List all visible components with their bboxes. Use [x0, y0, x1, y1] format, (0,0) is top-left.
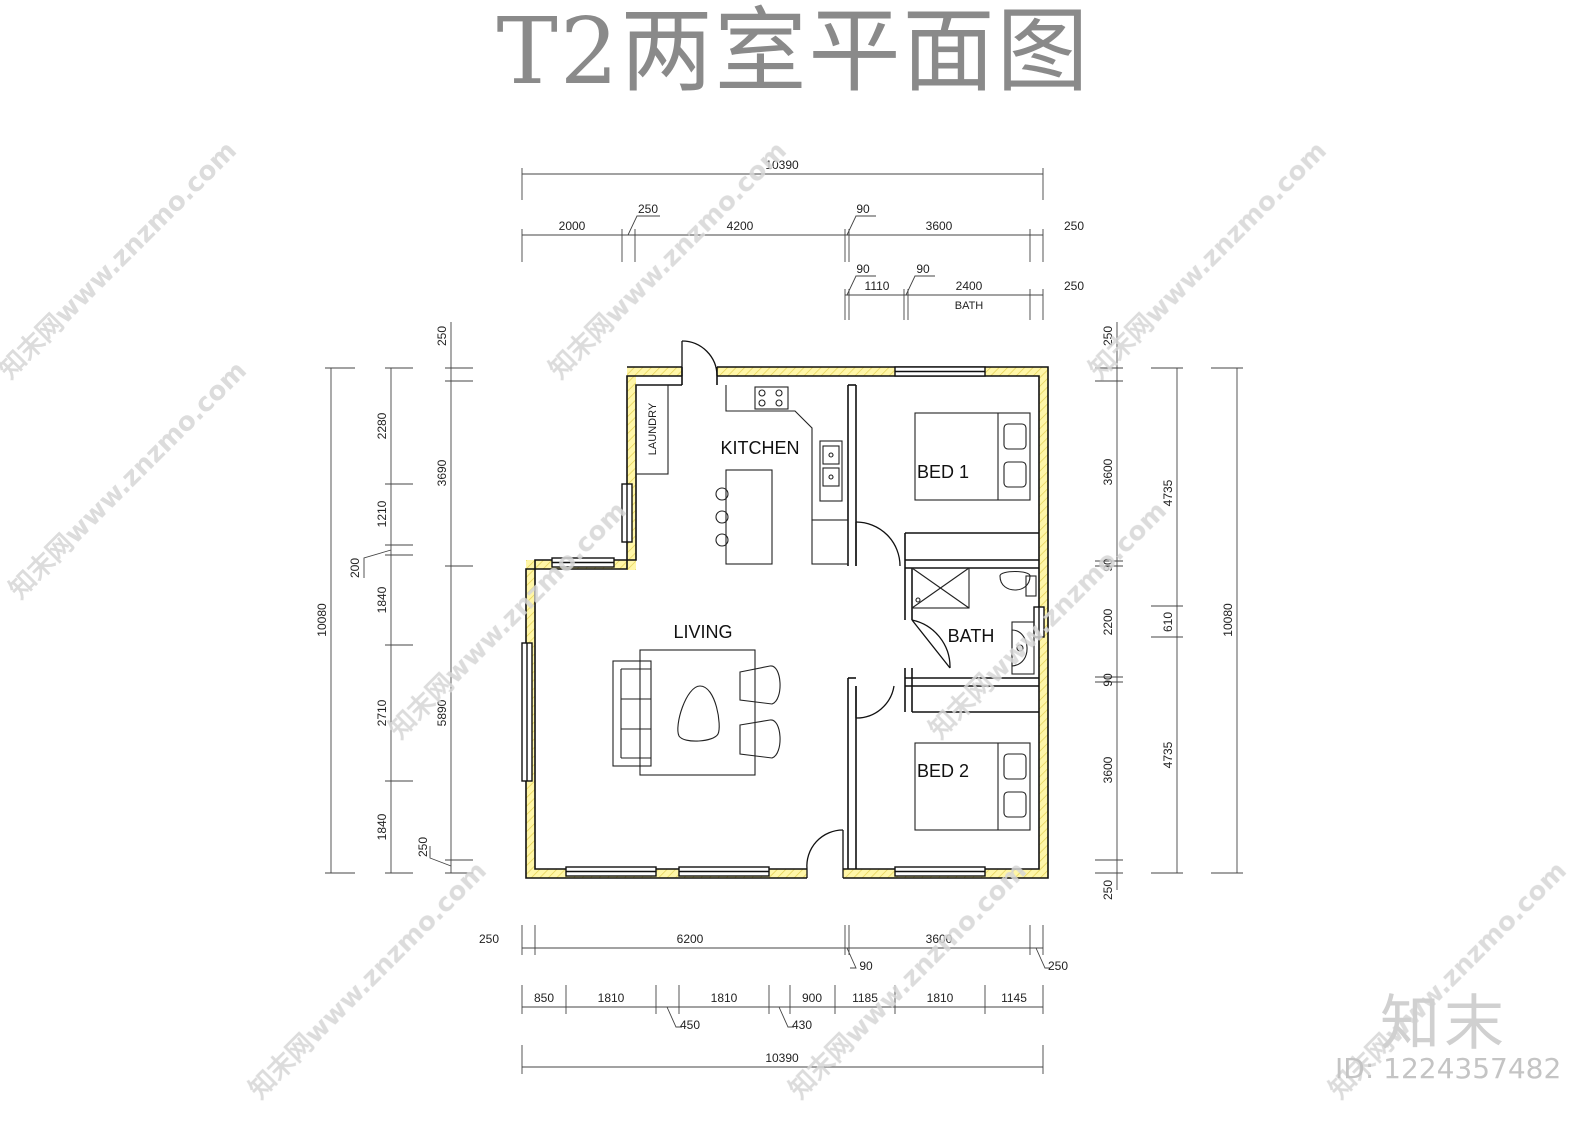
- dim-top-r1-0: 2000: [559, 219, 586, 233]
- dim-bottom-r1-2: 3600: [926, 932, 953, 946]
- image-id: ID: 1224357482: [1335, 1052, 1562, 1085]
- dim-left-r1-5: 2710: [375, 699, 389, 726]
- watermark-text: 知末网www.znzmo.com: [784, 856, 1033, 1105]
- laundry-unit: [635, 384, 669, 475]
- dim-top-r1-4: 3600: [926, 219, 953, 233]
- watermark-text: 知末网www.znzmo.com: [1084, 136, 1333, 385]
- dim-left-r1-0: 250: [435, 326, 449, 346]
- windows: [521, 366, 1045, 877]
- dim-top-r1-1: 250: [638, 202, 658, 216]
- dim-left-r1-3: 200: [348, 558, 362, 578]
- room-label-laundry: LAUNDRY: [647, 402, 659, 455]
- dim-top-r1-3: 90: [856, 202, 870, 216]
- dim-top-r1-5: 250: [1064, 219, 1084, 233]
- dim-bottom-r2-6: 1145: [1001, 991, 1027, 1005]
- armchair-icon: [739, 665, 781, 705]
- bedroom-fixtures: [911, 412, 1037, 831]
- dim-right-r2-2: 4735: [1161, 741, 1175, 768]
- dim-bottom-r1-1: 6200: [677, 932, 704, 946]
- room-label-kitchen: KITCHEN: [720, 438, 799, 458]
- cooktop-icon: [754, 386, 789, 410]
- dim-bottom-r1-3: 90: [859, 959, 873, 973]
- dim-left-r2-1: 5890: [435, 699, 449, 726]
- watermark-layer: 知末网www.znzmo.com 知末网www.znzmo.com 知末网www…: [0, 136, 1573, 1105]
- toilet-icon: [999, 570, 1031, 591]
- dim-top-r1-2: 4200: [727, 219, 754, 233]
- shower-icon: [911, 567, 970, 609]
- dim-left-r1-1: 2280: [375, 412, 389, 439]
- watermark-text: 知末网www.znzmo.com: [244, 856, 493, 1105]
- dim-left-r1-2: 1210: [375, 500, 389, 527]
- room-label-bed2: BED 2: [917, 761, 969, 781]
- kitchen-island: [725, 469, 773, 565]
- dim-bottom-r2-0: 850: [534, 991, 554, 1005]
- dim-bottom-r2-2: 1810: [711, 991, 738, 1005]
- watermark-text: 知末网www.znzmo.com: [544, 136, 793, 385]
- stool-icon: [715, 487, 729, 501]
- dim-bottom-r1-4: 250: [1048, 959, 1068, 973]
- dim-top-r2-4: 250: [1064, 279, 1084, 293]
- room-label-bath: BATH: [948, 626, 995, 646]
- dim-bottom-overall: 10390: [765, 1051, 799, 1065]
- dim-top-r2-3: 2400: [956, 279, 983, 293]
- dim-left-r1-7: 250: [416, 837, 430, 857]
- bed-icon: [914, 412, 1031, 501]
- dim-bottom-r2-3: 900: [802, 991, 822, 1005]
- drawing-title: T2两室平面图: [496, 0, 1091, 105]
- room-label-living: LIVING: [673, 622, 732, 642]
- armchair-icon: [739, 719, 781, 759]
- dim-right-r2-0: 4735: [1161, 479, 1175, 506]
- dim-left-r1-4: 1840: [375, 586, 389, 613]
- living-furniture: [612, 649, 781, 776]
- doors: [681, 340, 951, 878]
- dim-bottom-r2-5: 1810: [927, 991, 954, 1005]
- dim-right-r1-6: 250: [1101, 880, 1115, 900]
- dim-right-r1-1: 3600: [1101, 458, 1115, 485]
- dim-top-bath-label: BATH: [955, 300, 984, 312]
- dim-right-r1-5: 3600: [1101, 756, 1115, 783]
- dim-right-r1-0: 250: [1101, 326, 1115, 346]
- sink-icon: [819, 440, 843, 502]
- coffee-table-icon: [677, 685, 720, 742]
- dim-left-r2-0: 3690: [435, 459, 449, 486]
- dim-right-r1-3: 2200: [1101, 608, 1115, 635]
- dim-bottom-r2-7: 450: [680, 1018, 700, 1032]
- rug: [639, 649, 756, 776]
- brand-watermark: 知末: [1380, 989, 1508, 1059]
- dim-bottom-r2-8: 430: [792, 1018, 812, 1032]
- room-label-bed1: BED 1: [917, 462, 969, 482]
- fridge: [811, 519, 849, 565]
- dim-right-r1-4: 90: [1101, 673, 1115, 687]
- dim-bottom-r2-1: 1810: [598, 991, 625, 1005]
- kitchen-fixtures: [635, 384, 849, 565]
- dim-top-overall: 10390: [765, 158, 799, 172]
- watermark-text: 知末网www.znzmo.com: [0, 136, 243, 385]
- dim-top-r2-0: 90: [856, 262, 870, 276]
- stool-icon: [715, 533, 729, 547]
- dim-top-r2-1: 1110: [865, 279, 890, 293]
- dim-right-r1-2: 90: [1101, 558, 1115, 572]
- dim-top-r2-2: 90: [916, 262, 930, 276]
- dim-right-r2-1: 610: [1161, 612, 1175, 632]
- dimension-lines: [325, 168, 1243, 1074]
- stool-icon: [715, 510, 729, 524]
- bed-icon: [914, 742, 1031, 831]
- watermark-text: 知末网www.znzmo.com: [384, 496, 633, 745]
- watermark-text: 知末网www.znzmo.com: [4, 356, 253, 605]
- sofa-icon: [612, 660, 652, 767]
- dim-right-overall: 10080: [1221, 603, 1235, 637]
- dim-left-overall: 10080: [315, 603, 329, 637]
- dim-left-r1-6: 1840: [375, 813, 389, 840]
- dim-bottom-r2-4: 1185: [852, 991, 878, 1005]
- dim-bottom-r1-0: 250: [479, 932, 499, 946]
